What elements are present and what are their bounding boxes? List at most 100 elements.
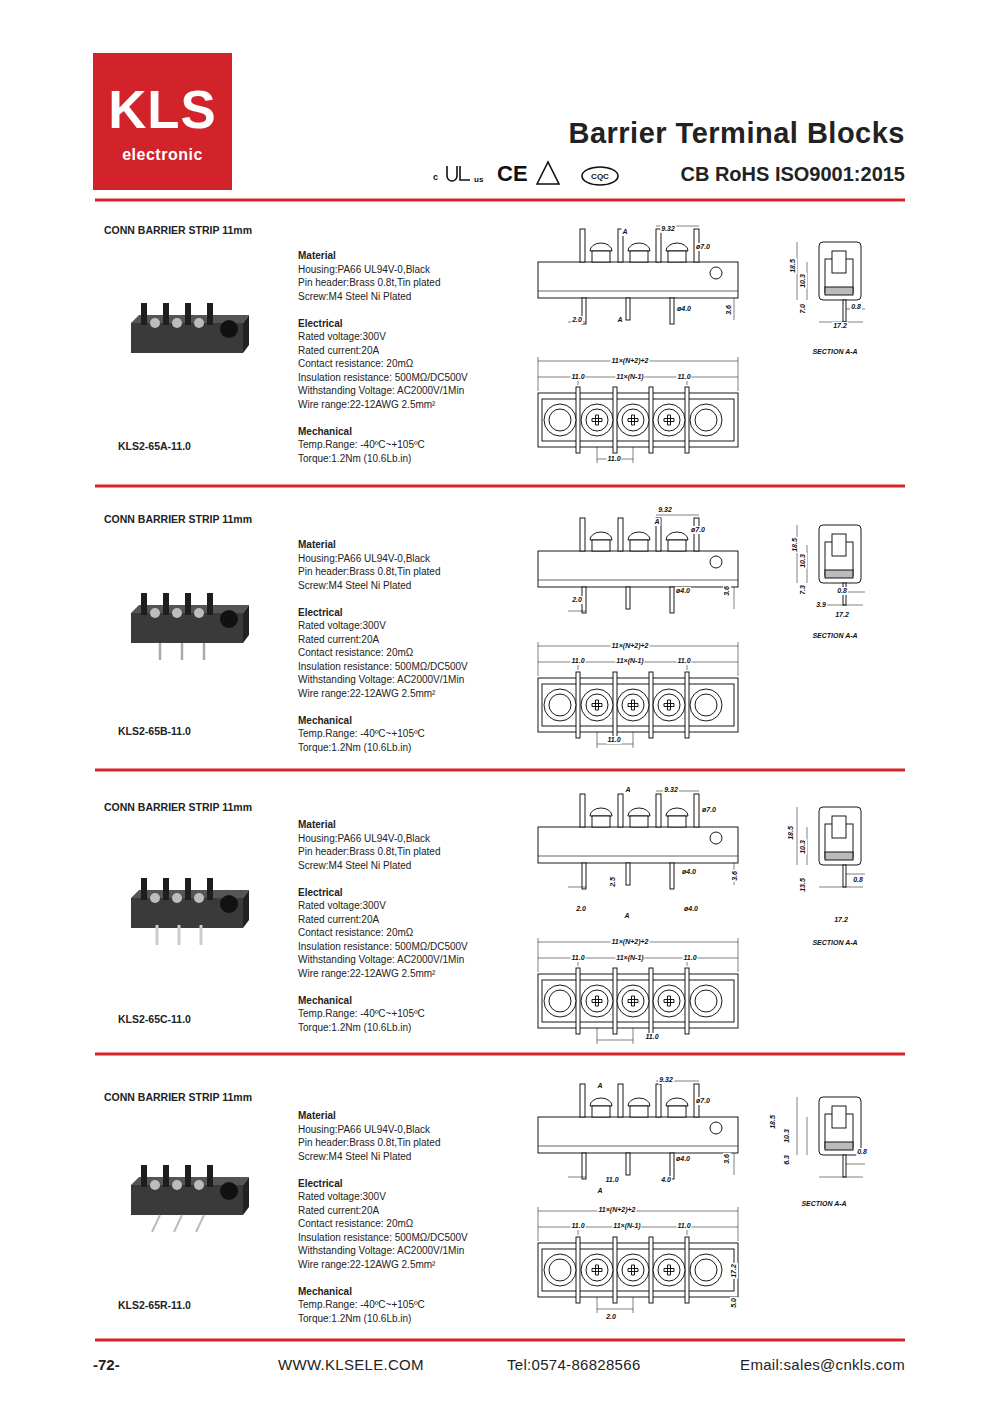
dimension-label: 9.32 [663,786,679,794]
footer-tel: Tel:0574-86828566 [507,1356,641,1373]
dimension-label: A [624,786,631,794]
dimension-label: 11×(N+2)+2 [597,1206,636,1214]
drawings-c [131,791,865,1044]
spec-line: Contact resistance: 20mΩ [298,647,413,658]
section-heading: CONN BARRIER STRIP 11mm [104,513,252,525]
spec-group-title: Electrical [298,318,342,329]
dimension-label: A [621,228,628,236]
dimension-label: 7.3 [799,584,807,596]
dimension-label: 17.2 [730,1263,738,1279]
spec-line: Housing:PA66 UL94V-0,Black [298,833,430,844]
dimension-label: ø4.0 [675,587,691,595]
dimension-label: A [596,1082,603,1090]
spec-line: Temp.Range: -40ºC~+105ºC [298,1008,425,1019]
dimension-label: 11.0 [676,657,691,665]
spec-line: Rated current:20A [298,345,379,356]
spec-line: Screw:M4 Steel Ni Plated [298,580,411,591]
dimension-label: 11.0 [676,373,691,381]
dimension-label: 10.3 [799,553,807,569]
dimension-label: 11.0 [676,1222,691,1230]
dimension-label: 18.5 [789,258,797,274]
dimension-label: 17.2 [833,916,849,924]
spec-line: Insulation resistance: 500MΩ/DC500V [298,372,468,383]
dimension-label: 3.6 [725,304,733,316]
spec-group-title: Mechanical [298,715,352,726]
dimension-label: 0.8 [850,303,862,311]
spec-line: Screw:M4 Steel Ni Plated [298,860,411,871]
dimension-label: 17.2 [834,611,850,619]
red-rules [95,200,905,1340]
spec-line: Rated current:20A [298,634,379,645]
cert-mark-text: us [474,175,483,184]
spec-group-title: Mechanical [298,995,352,1006]
dimension-label: ø7.0 [701,806,717,814]
spec-line: Rated current:20A [298,1205,379,1216]
part-number: KLS2-65A-11.0 [118,440,191,452]
dimension-label: 6.3 [783,1154,791,1166]
dimension-label: 10.3 [799,839,807,855]
dimension-label: 11.0 [644,1033,659,1041]
dimension-label: 11×(N-1) [615,657,644,665]
logo-subtext: electronic [93,145,232,164]
dimension-label: 11.0 [570,954,585,962]
spec-line: Wire range:22-12AWG 2.5mm² [298,399,435,410]
spec-line: Housing:PA66 UL94V-0,Black [298,553,430,564]
dimension-label: 11.0 [570,1222,585,1230]
dimension-label: 11.0 [570,373,585,381]
dimension-label: A [596,1187,603,1195]
spec-line: Torque:1.2Nm (10.6Lb.in) [298,1313,411,1324]
drawings-b [131,515,865,748]
dimension-label: 11×(N+2)+2 [610,642,649,650]
logo-box: KLS electronic [93,53,232,190]
spec-line: Withstanding Voltage: AC2000V/1Min [298,674,464,685]
spec-line: Contact resistance: 20mΩ [298,1218,413,1229]
dimension-label: ø7.0 [695,243,711,251]
cert-mark-text: CE [497,161,528,187]
dimension-label: SECTION A-A [800,1200,847,1208]
dimension-label: 9.32 [658,1076,674,1084]
spec-line: Torque:1.2Nm (10.6Lb.in) [298,1022,411,1033]
dimension-label: 11.0 [682,954,697,962]
spec-group-title: Mechanical [298,1286,352,1297]
dimension-label: 11.0 [606,455,621,463]
dimension-label: 9.32 [657,506,673,514]
dimension-label: 13.5 [799,877,807,893]
spec-line: Wire range:22-12AWG 2.5mm² [298,968,435,979]
dimension-label: 11×(N+2)+2 [610,938,649,946]
logo-text: KLS [93,79,232,140]
drawings-a [131,226,865,463]
page-number: -72- [93,1356,120,1373]
spec-line: Temp.Range: -40ºC~+105ºC [298,439,425,450]
dimension-label: ø4.0 [676,305,692,313]
spec-line: Torque:1.2Nm (10.6Lb.in) [298,742,411,753]
dimension-label: 11×(N-1) [615,373,644,381]
dimension-label: 0.8 [852,876,864,884]
spec-line: Withstanding Voltage: AC2000V/1Min [298,385,464,396]
dimension-label: SECTION A-A [811,348,858,356]
spec-line: Insulation resistance: 500MΩ/DC500V [298,661,468,672]
dimension-label: 18.5 [769,1114,777,1130]
spec-line: Pin header:Brass 0.8t,Tin plated [298,566,441,577]
spec-line: Housing:PA66 UL94V-0,Black [298,264,430,275]
dimension-label: 0.8 [856,1148,868,1156]
dimension-label: A [653,518,660,526]
dimension-label: ø4.0 [681,868,697,876]
dimension-label: 2.0 [575,905,587,913]
spec-line: Rated voltage:300V [298,331,386,342]
dimension-label: ø4.0 [683,905,699,913]
spec-line: Pin header:Brass 0.8t,Tin plated [298,1137,441,1148]
spec-line: Rated current:20A [298,914,379,925]
spec-line: Insulation resistance: 500MΩ/DC500V [298,1232,468,1243]
dimension-label: 11.0 [570,657,585,665]
dimension-label: 17.2 [832,322,848,330]
spec-line: Contact resistance: 20mΩ [298,927,413,938]
spec-group-title: Material [298,1110,336,1121]
dimension-label: ø4.0 [675,1155,691,1163]
drawings-d [131,1081,865,1313]
part-number: KLS2-65R-11.0 [118,1299,191,1311]
dimension-label: 4.0 [660,1176,672,1184]
dimension-label: 11.0 [604,1176,619,1184]
dimension-label: A [616,316,623,324]
spec-line: Torque:1.2Nm (10.6Lb.in) [298,453,411,464]
